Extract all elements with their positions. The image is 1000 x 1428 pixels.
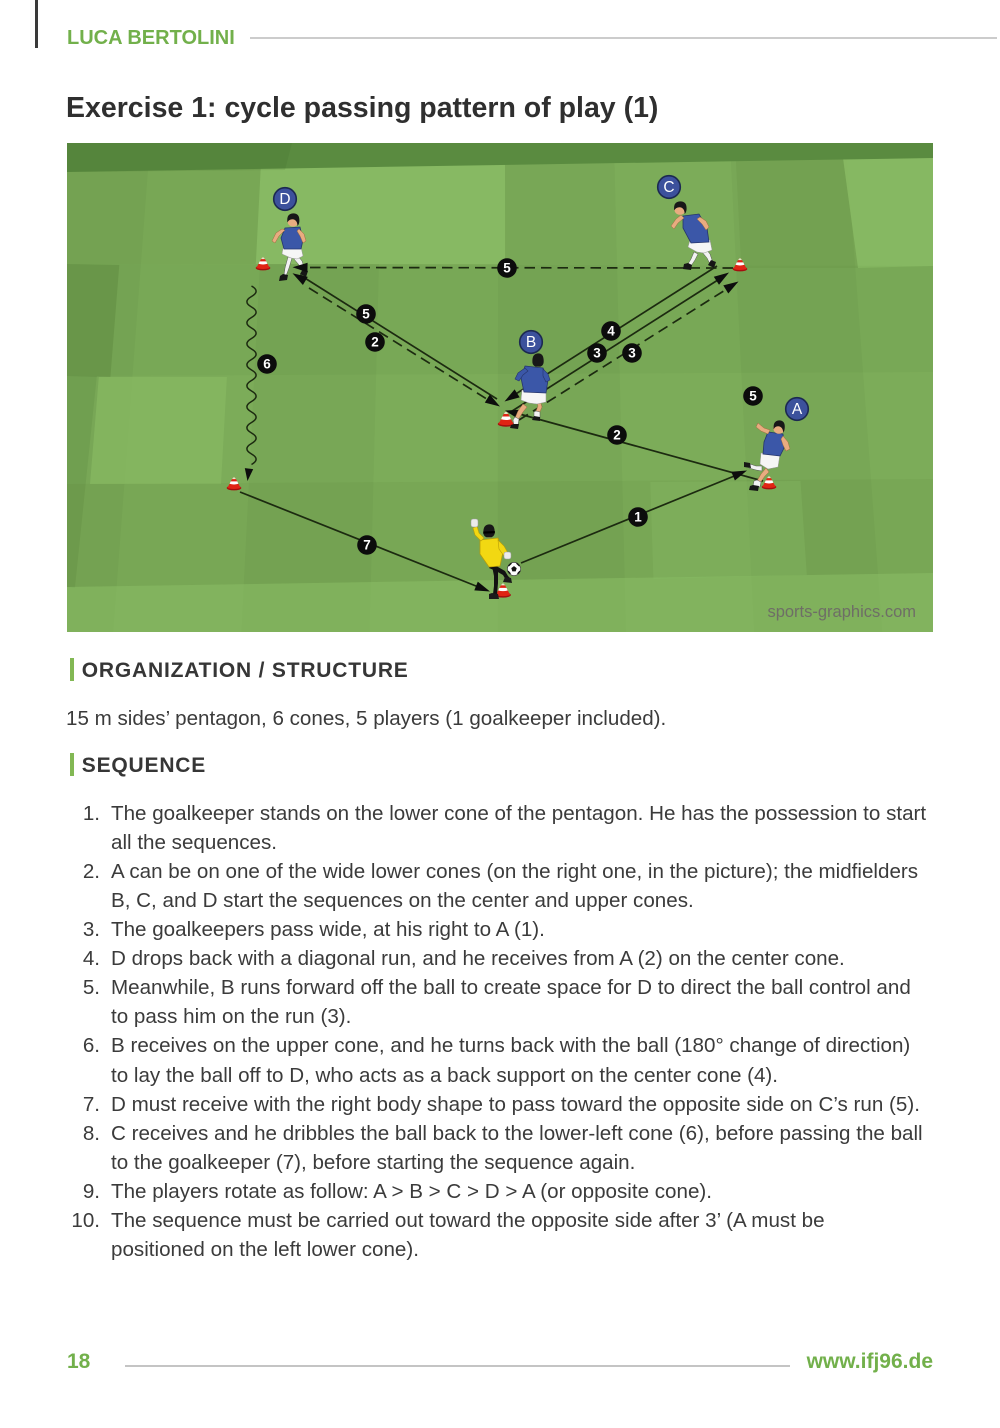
svg-text:A: A (792, 401, 803, 418)
svg-text:7: 7 (363, 538, 371, 553)
svg-text:4: 4 (607, 324, 615, 339)
svg-text:5: 5 (503, 261, 511, 276)
svg-text:2: 2 (371, 335, 379, 350)
svg-text:sports-graphics.com: sports-graphics.com (767, 603, 916, 621)
svg-text:2: 2 (613, 428, 621, 443)
svg-text:B: B (526, 334, 536, 351)
svg-text:C: C (663, 179, 674, 196)
svg-text:D: D (279, 191, 290, 208)
svg-text:3: 3 (628, 346, 636, 361)
svg-text:6: 6 (263, 357, 271, 372)
svg-text:3: 3 (593, 346, 601, 361)
svg-text:1: 1 (634, 510, 642, 525)
svg-text:5: 5 (749, 389, 757, 404)
svg-text:5: 5 (362, 307, 370, 322)
